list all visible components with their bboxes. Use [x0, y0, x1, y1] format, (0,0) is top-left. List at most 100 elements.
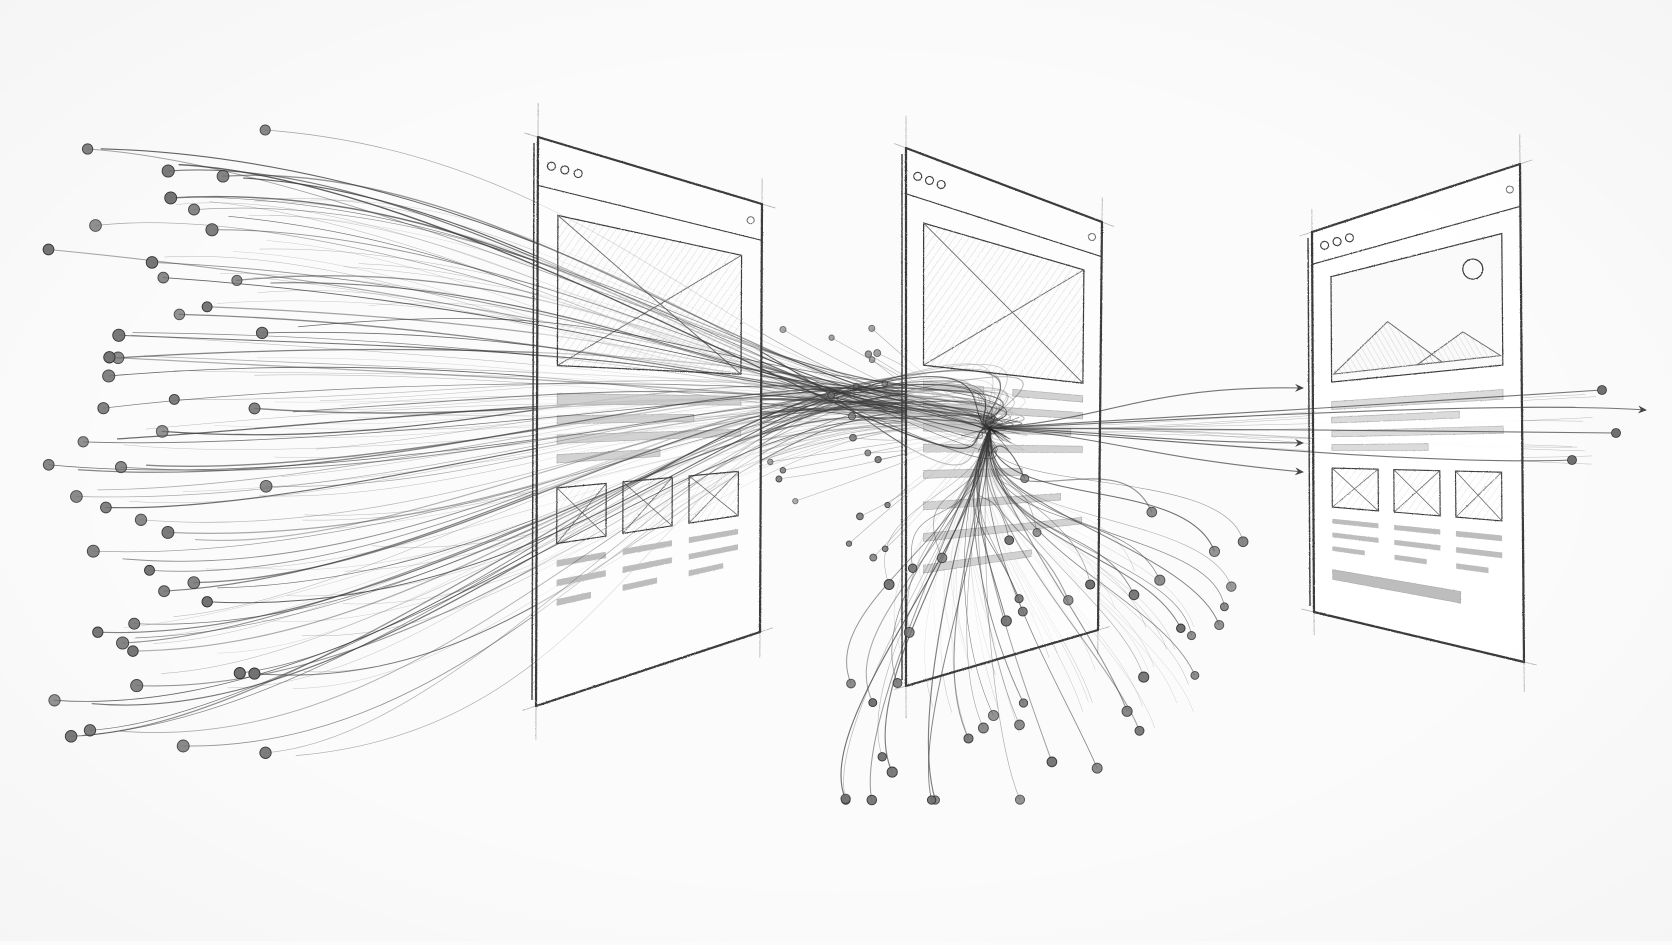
node-dot — [1047, 757, 1057, 767]
node-dot — [869, 699, 877, 707]
node-dot — [162, 165, 174, 177]
node-dot — [1086, 580, 1095, 589]
node-dot — [978, 723, 988, 733]
node-dot — [1191, 671, 1199, 679]
node-dot — [1147, 507, 1157, 517]
node-dot — [217, 170, 229, 182]
panel-edge — [1308, 238, 1310, 606]
flow-line — [55, 415, 997, 701]
node-dot — [1139, 672, 1149, 682]
text-line-placeholder — [1332, 444, 1428, 451]
node-dot — [82, 144, 92, 154]
node-dot — [1187, 632, 1195, 640]
node-dot — [1238, 537, 1248, 547]
node-dot — [169, 394, 179, 404]
node-dot — [1001, 616, 1011, 626]
node-dot — [90, 220, 102, 232]
node-dot — [202, 302, 212, 312]
node-dot — [857, 513, 864, 520]
output-node — [1568, 456, 1577, 465]
node-dot — [768, 459, 774, 465]
node-dot — [904, 627, 914, 637]
node-dot — [870, 554, 877, 561]
node-dot — [875, 456, 881, 462]
node-dot — [828, 392, 835, 399]
node-dot — [115, 462, 126, 473]
node-dot — [158, 272, 169, 283]
node-dot — [206, 224, 218, 236]
wireframe-panel-3 — [1300, 134, 1537, 692]
node-dot — [146, 257, 158, 269]
node-dot — [1005, 536, 1014, 545]
node-dot — [927, 796, 935, 804]
node-dot — [884, 580, 894, 590]
node-dot — [882, 381, 888, 387]
node-dot — [937, 553, 947, 563]
node-dot — [988, 710, 998, 720]
node-dot — [869, 357, 875, 363]
node-dot — [260, 747, 271, 758]
node-dot — [908, 564, 917, 573]
node-dot — [1015, 595, 1023, 603]
node-dot — [780, 326, 786, 332]
node-dot — [256, 327, 267, 338]
node-dot — [234, 668, 245, 679]
node-dot — [117, 637, 129, 649]
node-dot — [1015, 720, 1025, 730]
node-dot — [780, 468, 786, 474]
node-dot — [865, 450, 871, 456]
node-dot — [1092, 763, 1102, 773]
node-dot — [162, 526, 174, 538]
node-dot — [135, 514, 146, 525]
node-dot — [177, 740, 189, 752]
node-dot — [43, 244, 54, 255]
output-node — [1598, 386, 1607, 395]
node-dot — [232, 275, 242, 285]
node-dot — [65, 731, 77, 743]
node-dot — [1220, 603, 1228, 611]
node-dot — [145, 565, 155, 575]
node-dot — [1018, 607, 1027, 616]
node-dot — [776, 476, 782, 482]
node-dot — [49, 695, 60, 706]
node-dot — [1135, 726, 1144, 735]
node-dot — [848, 413, 855, 420]
node-dot — [156, 426, 168, 438]
node-dot — [867, 795, 877, 805]
node-dot — [189, 204, 200, 215]
node-dot — [874, 350, 881, 357]
node-dot — [93, 627, 103, 637]
node-dot — [131, 680, 143, 692]
node-dot — [188, 577, 200, 589]
node-dot — [893, 679, 902, 688]
node-dot — [249, 668, 260, 679]
node-dot — [165, 192, 177, 204]
node-dot — [850, 434, 857, 441]
node-dot — [846, 541, 851, 546]
node-dot — [1209, 546, 1219, 556]
output-node — [1612, 429, 1621, 438]
node-dot — [882, 546, 888, 552]
node-dot — [174, 309, 185, 320]
node-dot — [202, 597, 212, 607]
node-dot — [869, 325, 875, 331]
node-dot — [1129, 590, 1139, 600]
node-dot — [159, 586, 170, 597]
node-dot — [104, 352, 115, 363]
node-dot — [249, 403, 260, 414]
node-dot — [1033, 528, 1041, 536]
node-dot — [841, 794, 850, 803]
node-dot — [71, 491, 83, 503]
node-dot — [43, 459, 54, 470]
wireframe-panels — [523, 103, 1537, 740]
node-dot — [87, 545, 99, 557]
node-dot — [1019, 699, 1027, 707]
node-dot — [878, 753, 886, 761]
node-dot — [103, 370, 115, 382]
node-dot — [260, 125, 270, 135]
node-dot — [128, 646, 139, 657]
node-dot — [1064, 595, 1074, 605]
node-dot — [865, 351, 872, 358]
